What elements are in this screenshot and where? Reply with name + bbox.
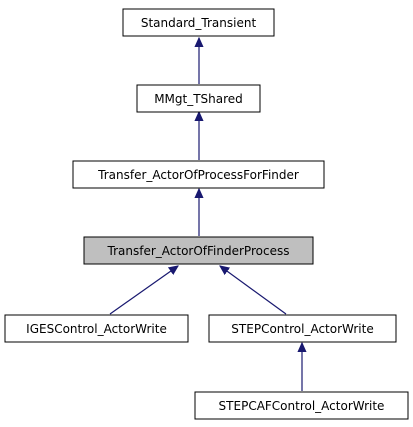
node-stepcontrol-actorwrite-label: STEPControl_ActorWrite — [231, 322, 373, 336]
edge-igescontrol-actorwrite-to-transfer-actoroffinderprocess — [109, 266, 178, 315]
node-transfer-actorofprocessforfinder[interactable]: Transfer_ActorOfProcessForFinder — [72, 160, 325, 189]
node-stepcafcontrol-actorwrite[interactable]: STEPCAFControl_ActorWrite — [194, 391, 409, 420]
node-mmgt-tshared-box — [136, 84, 261, 113]
node-mmgt-tshared-label: MMgt_TShared — [154, 92, 243, 106]
edge-stepcontrol-actorwrite-to-transfer-actoroffinderprocess — [220, 266, 287, 315]
node-igescontrol-actorwrite-box — [4, 314, 189, 343]
node-igescontrol-actorwrite-label: IGESControl_ActorWrite — [26, 322, 167, 336]
node-transfer-actoroffinderprocess-box — [83, 236, 314, 265]
node-stepcafcontrol-actorwrite-box — [194, 391, 409, 420]
inheritance-edges — [109, 38, 302, 391]
node-standard-transient[interactable]: Standard_Transient — [122, 8, 275, 37]
node-mmgt-tshared[interactable]: MMgt_TShared — [136, 84, 261, 113]
node-stepcontrol-actorwrite[interactable]: STEPControl_ActorWrite — [208, 314, 397, 343]
node-stepcontrol-actorwrite-box — [208, 314, 397, 343]
node-transfer-actorofprocessforfinder-box — [72, 160, 325, 189]
node-standard-transient-label: Standard_Transient — [141, 16, 257, 30]
node-standard-transient-box — [122, 8, 275, 37]
node-transfer-actoroffinderprocess-label: Transfer_ActorOfFinderProcess — [107, 244, 290, 258]
node-transfer-actorofprocessforfinder-label: Transfer_ActorOfProcessForFinder — [97, 168, 299, 182]
node-stepcafcontrol-actorwrite-label: STEPCAFControl_ActorWrite — [219, 399, 385, 413]
node-transfer-actoroffinderprocess[interactable]: Transfer_ActorOfFinderProcess — [83, 236, 314, 265]
node-igescontrol-actorwrite[interactable]: IGESControl_ActorWrite — [4, 314, 189, 343]
